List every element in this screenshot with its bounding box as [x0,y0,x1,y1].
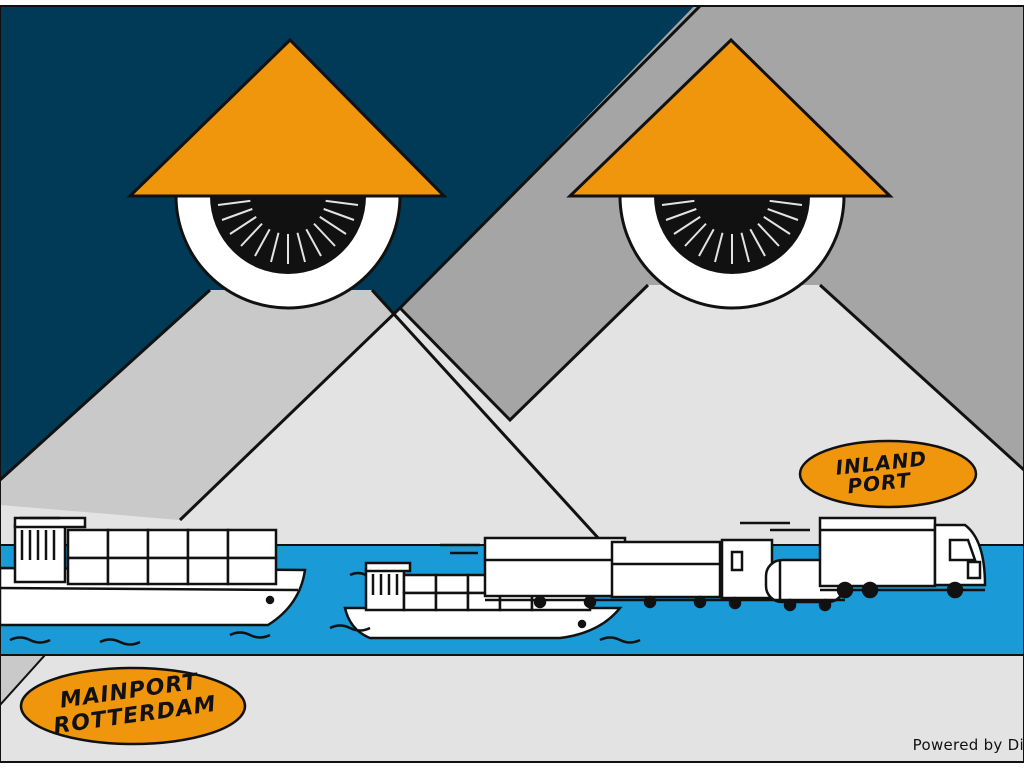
mainport-rotterdam-label: MAINPORT ROTTERDAM [19,666,247,746]
beam-outline [0,288,212,482]
ship-hull [343,606,623,640]
truck [818,516,987,599]
mainport-oval [19,666,247,746]
credit-text: Powered by Di [912,736,1024,754]
inland-oval [798,439,978,509]
beam-outline [178,283,650,522]
beam-outline [370,288,602,542]
inland-port-label: INLAND PORT [798,439,978,509]
left-eye [126,37,448,310]
train-wagon [610,540,722,599]
right-eye-lid [566,37,894,198]
train-wagon [720,538,774,600]
quay-corner [0,654,48,707]
container-ship-large [0,516,307,646]
left-eye-pupil [250,196,326,234]
ship-containers [66,528,278,586]
beam-outline [818,283,1024,472]
train-wagon [483,536,627,598]
truck-trailer [818,516,937,588]
frame-border [0,5,1024,763]
right-eye [566,37,894,310]
ship-bridge [364,568,406,612]
panel-edge [398,6,702,310]
right-eye-pupil [694,196,770,234]
ship-bridge [13,523,67,584]
left-eye-lid [126,37,448,198]
